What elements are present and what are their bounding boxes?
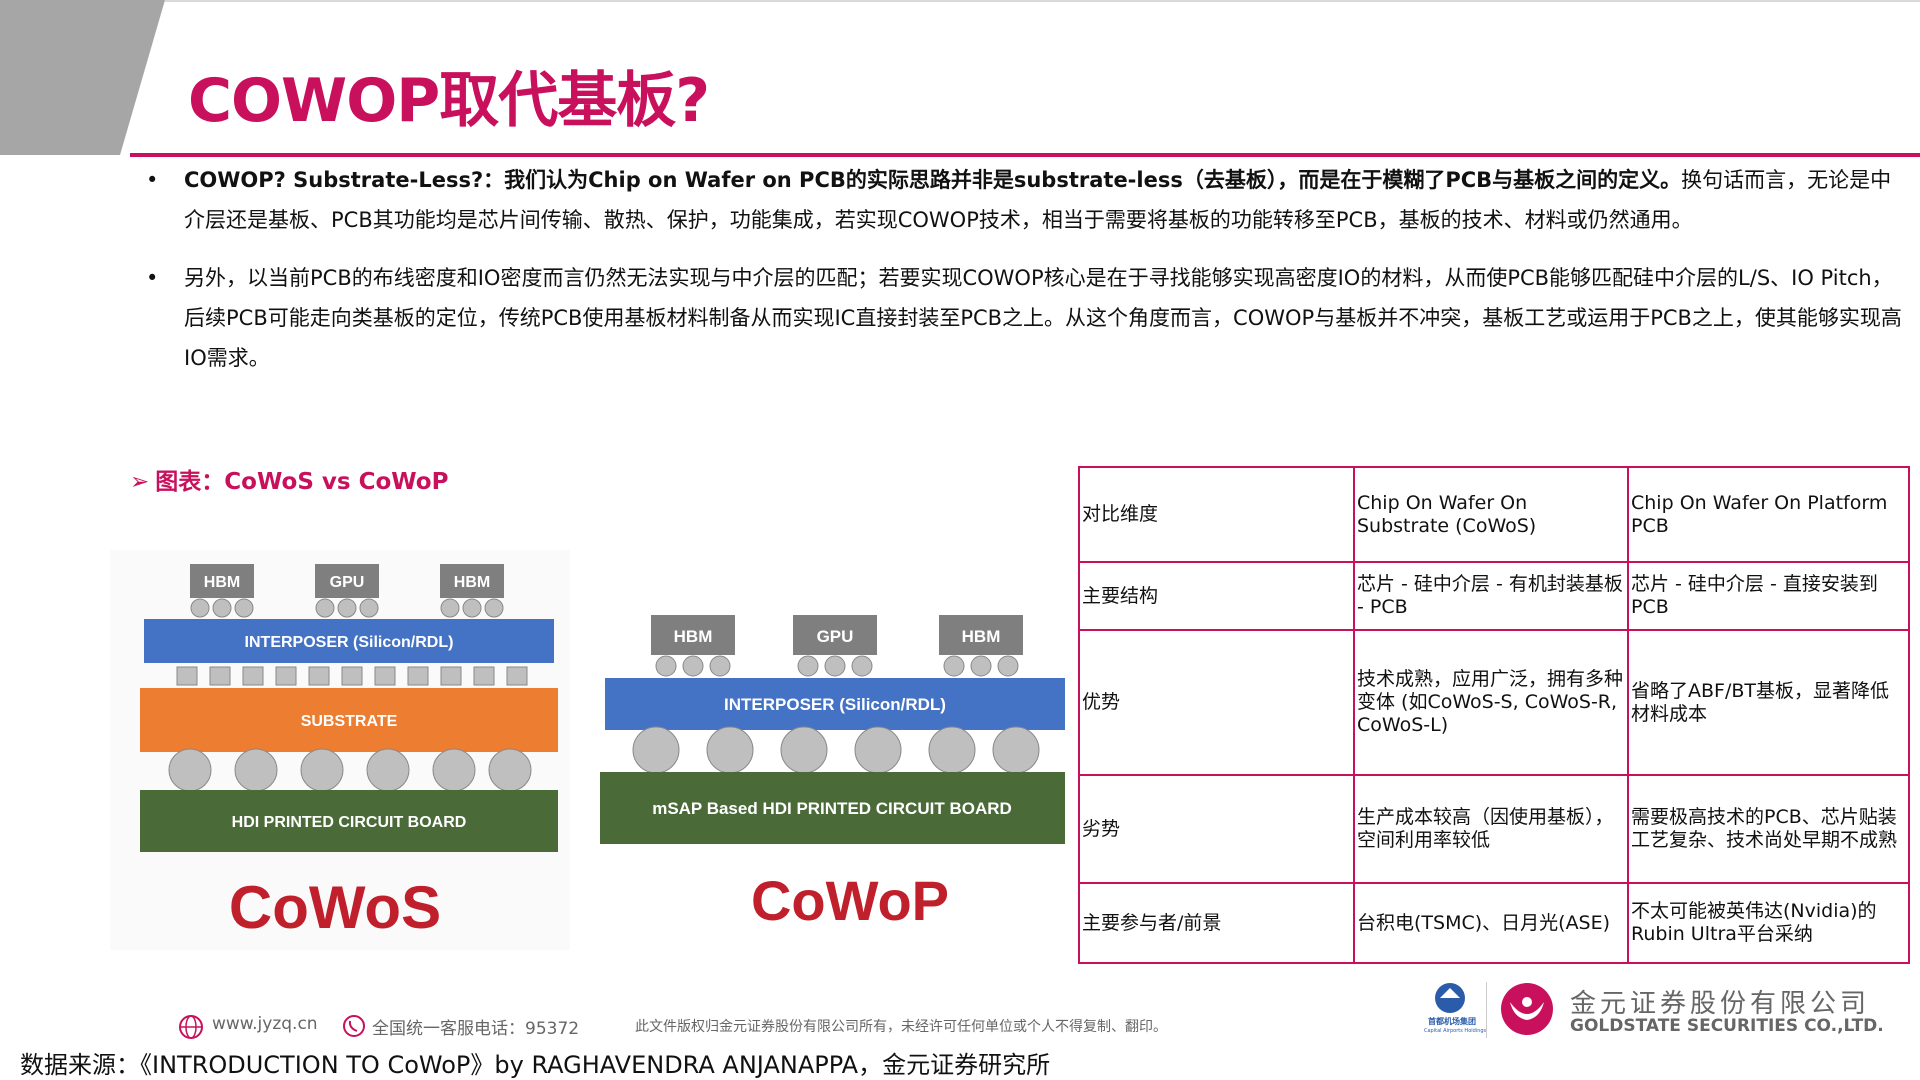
bullet-list: • COWOP? Substrate-Less?：我们认为Chip on Waf… [146,160,1906,396]
cowos-pcb-label: HDI PRINTED CIRCUIT BOARD [232,814,467,831]
header-decoration [0,0,1920,155]
cowos-chip-hbm-1 [190,564,254,598]
cowop-stack: HBM GPU HBM INTERPOSER (Silicon/RDL) mSA… [600,615,1065,932]
logo-divider [1486,982,1487,1038]
table-cell: 需要极高技术的PCB、芯片贴装工艺复杂、技术尚处早期不成熟 [1627,774,1910,884]
bullet-bold-text: COWOP? Substrate-Less?：我们认为Chip on Wafer… [184,168,1682,192]
cowop-microbumps [655,655,1019,677]
globe-icon [179,1015,203,1039]
table-cell: 生产成本较高（因使用基板），空间利用率较低 [1353,774,1629,884]
table-cell: 主要参与者/前景 [1078,882,1355,964]
data-source: 数据来源：《INTRODUCTION TO CoWoP》by RAGHAVEND… [20,1051,1051,1079]
cowos-vs-cowop-diagram: HBM GPU HBM INTERPOSER (Silicon/RDL) SUB… [110,520,1070,960]
phone-icon [343,1015,365,1037]
footer-copyright: 此文件版权归金元证券股份有限公司所有，未经许可任何单位或个人不得复制、翻印。 [635,1019,1167,1035]
cowop-chip-hbm-2 [939,615,1023,655]
company-logos: 首都机场集团 Capital Airports Holdings 金元证券股份有… [1420,980,1920,1040]
table-cell: 主要结构 [1078,561,1355,631]
bullet-marker: • [146,266,159,290]
table-row: 优势 技术成熟，应用广泛，拥有多种变体 (如CoWoS-S, CoWoS-R, … [1078,629,1910,776]
cowos-chip-label: HBM [204,574,240,591]
group-name: 首都机场集团 [1428,1017,1476,1026]
cowos-chip-label: GPU [330,574,365,591]
cowos-chip-label: HBM [454,574,490,591]
group-logo [1435,983,1465,1013]
group-name-en: Capital Airports Holdings [1424,1028,1487,1034]
cowop-chip-label: GPU [817,627,854,646]
comparison-table: 对比维度 Chip On Wafer On Substrate (CoWoS) … [1078,466,1910,964]
table-row: 主要结构 芯片 - 硅中介层 - 有机封装基板 - PCB 芯片 - 硅中介层 … [1078,561,1910,631]
table-cell: Chip On Wafer On Platform PCB [1627,466,1910,563]
cowos-label: CoWoS [229,874,441,941]
footer-hotline: 全国统一客服电话：95372 [372,1019,580,1039]
table-cell: 劣势 [1078,774,1355,884]
cowop-interposer [605,678,1065,730]
bullet-text: 换句话而言，无论是中介层还是基板、PCB其功能均是芯片间传输、散热、保护，功能集… [184,168,1892,232]
cowos-substrate-label: SUBSTRATE [301,713,398,730]
table-cell: 台积电(TSMC)、日月光(ASE) [1353,882,1629,964]
table-cell: 技术成熟，应用广泛，拥有多种变体 (如CoWoS-S, CoWoS-R, CoW… [1353,629,1629,776]
cowos-microbumps [190,598,504,618]
cowop-label: CoWoP [751,869,949,932]
table-cell: 芯片 - 硅中介层 - 有机封装基板 - PCB [1353,561,1629,631]
bullet-text: 另外，以当前PCB的布线密度和IO密度而言仍然无法实现与中介层的匹配；若要实现C… [184,266,1902,370]
table-cell: 芯片 - 硅中介层 - 直接安装到PCB [1627,561,1910,631]
cowop-interposer-label: INTERPOSER (Silicon/RDL) [724,695,946,714]
cowos-chip-gpu [315,564,379,598]
page-title: COWOP取代基板? [188,66,710,136]
cowop-chip-gpu [793,615,877,655]
figure-caption: ➢图表：CoWoS vs CoWoP [130,462,448,496]
cowos-substrate [140,688,558,752]
footer-website: www.jyzq.cn [212,1014,318,1034]
table-cell: Chip On Wafer On Substrate (CoWoS) [1353,466,1629,563]
cowop-bga-balls [632,726,1040,774]
cowop-chip-label: HBM [674,627,713,646]
table-row: 主要参与者/前景 台积电(TSMC)、日月光(ASE) 不太可能被英伟达(Nvi… [1078,882,1910,964]
table-row: 对比维度 Chip On Wafer On Substrate (CoWoS) … [1078,466,1910,563]
caption-arrow-icon: ➢ [130,469,150,495]
footer: www.jyzq.cn 全国统一客服电话：95372 此文件版权归金元证券股份有… [130,1004,1920,1046]
cowos-interposer-label: INTERPOSER (Silicon/RDL) [245,634,454,651]
figure-caption-text: 图表：CoWoS vs CoWoP [155,469,449,495]
table-cell: 对比维度 [1078,466,1355,563]
bullet-marker: • [146,168,159,192]
company-name-en: GOLDSTATE SECURITIES CO.,LTD. [1570,1016,1884,1036]
cowos-interposer [144,619,554,663]
cowos-pcb [140,790,558,852]
table-cell: 优势 [1078,629,1355,776]
title-divider [130,153,1920,157]
cowop-chip-label: HBM [962,627,1001,646]
goldstate-logo [1501,983,1553,1035]
cowop-pcb [600,772,1065,844]
company-name-cn: 金元证券股份有限公司 [1570,989,1871,1019]
cowos-stack: HBM GPU HBM INTERPOSER (Silicon/RDL) SUB… [140,564,558,941]
table-cell: 不太可能被英伟达(Nvidia)的Rubin Ultra平台采纳 [1627,882,1910,964]
cowos-bga-balls [168,748,532,792]
bullet-item: • 另外，以当前PCB的布线密度和IO密度而言仍然无法实现与中介层的匹配；若要实… [146,258,1906,378]
cowop-chip-hbm-1 [651,615,735,655]
table-cell: 省略了ABF/BT基板，显著降低材料成本 [1627,629,1910,776]
cowop-pcb-label: mSAP Based HDI PRINTED CIRCUIT BOARD [652,799,1012,818]
table-row: 劣势 生产成本较高（因使用基板），空间利用率较低 需要极高技术的PCB、芯片贴装… [1078,774,1910,884]
cowos-c4-bumps [176,666,528,686]
bullet-item: • COWOP? Substrate-Less?：我们认为Chip on Waf… [146,160,1906,240]
cowos-chip-hbm-2 [440,564,504,598]
